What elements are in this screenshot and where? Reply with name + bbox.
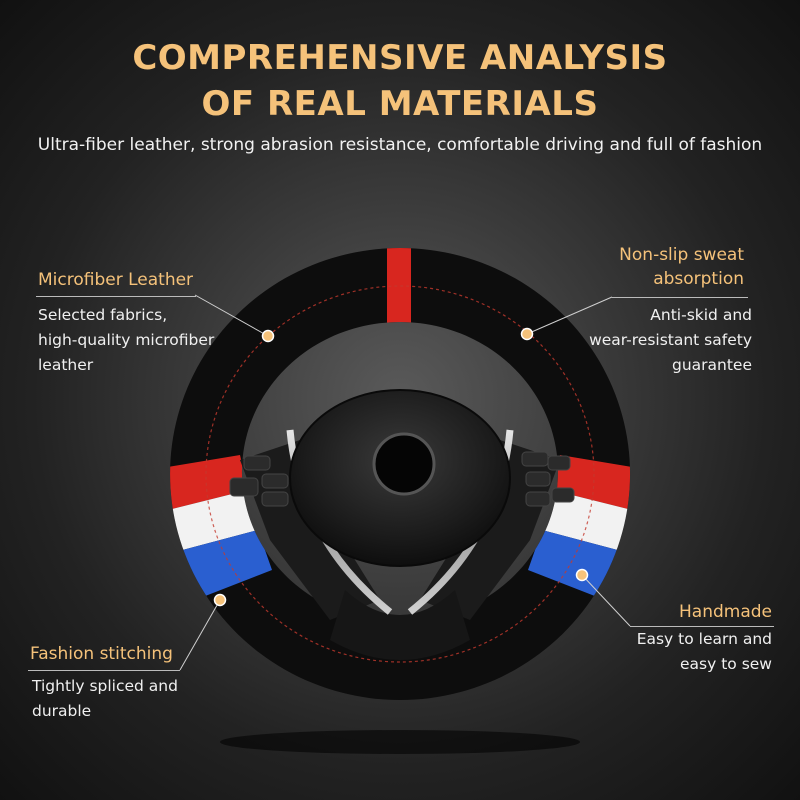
callout-handmade <box>575 568 631 627</box>
desc-line: Tightly spliced and <box>32 677 178 695</box>
title-line: Non-slip sweat <box>619 245 744 265</box>
feature-desc-handmade: Easy to learn and easy to sew <box>637 627 772 677</box>
subtitle: Ultra-fiber leather, strong abrasion res… <box>37 135 763 155</box>
divider-nonslip <box>612 297 748 298</box>
feature-desc-microfiber: Selected fabrics, high-quality microfibe… <box>38 303 214 378</box>
callout-microfiber <box>194 294 275 343</box>
logo-recess <box>372 432 436 496</box>
right-tricolor-stripe <box>528 455 631 600</box>
desc-line: durable <box>32 702 92 720</box>
wheel-rim <box>170 248 631 700</box>
desc-line: guarantee <box>671 356 752 374</box>
divider-handmade <box>630 626 774 627</box>
divider-stitching <box>28 670 180 671</box>
callout-stitching <box>179 593 227 671</box>
right-control-buttons <box>521 451 575 507</box>
desc-line: Anti-skid and <box>650 306 752 324</box>
feature-desc-nonslip: Anti-skid and wear-resistant safety guar… <box>589 303 752 378</box>
feature-desc-stitching: Tightly spliced and durable <box>32 674 178 724</box>
wheel-hub <box>289 389 511 567</box>
stitching-line <box>205 285 595 663</box>
desc-line: Selected fabrics, <box>38 306 168 324</box>
wheel-shadow <box>220 730 580 754</box>
top-center-marker <box>387 248 411 330</box>
feature-title-stitching: Fashion stitching <box>30 644 173 664</box>
feature-title-nonslip: Non-slip sweat absorption <box>619 243 744 291</box>
feature-title-microfiber: Microfiber Leather <box>38 270 194 290</box>
feature-title-handmade: Handmade <box>679 602 772 622</box>
headline-line-1: COMPREHENSIVE ANALYSIS <box>132 38 668 78</box>
headline-line-2: OF REAL MATERIALS <box>201 84 599 124</box>
callout-nonslip <box>520 296 613 341</box>
title-line: absorption <box>653 269 744 289</box>
desc-line: high-quality microfiber <box>38 331 215 349</box>
desc-line: Easy to learn and <box>636 630 772 648</box>
divider-microfiber <box>36 296 196 297</box>
left-tricolor-stripe <box>170 455 272 600</box>
left-control-buttons <box>229 455 289 507</box>
desc-line: wear-resistant safety <box>589 331 752 349</box>
desc-line: leather <box>38 356 94 374</box>
desc-line: easy to sew <box>680 655 772 673</box>
